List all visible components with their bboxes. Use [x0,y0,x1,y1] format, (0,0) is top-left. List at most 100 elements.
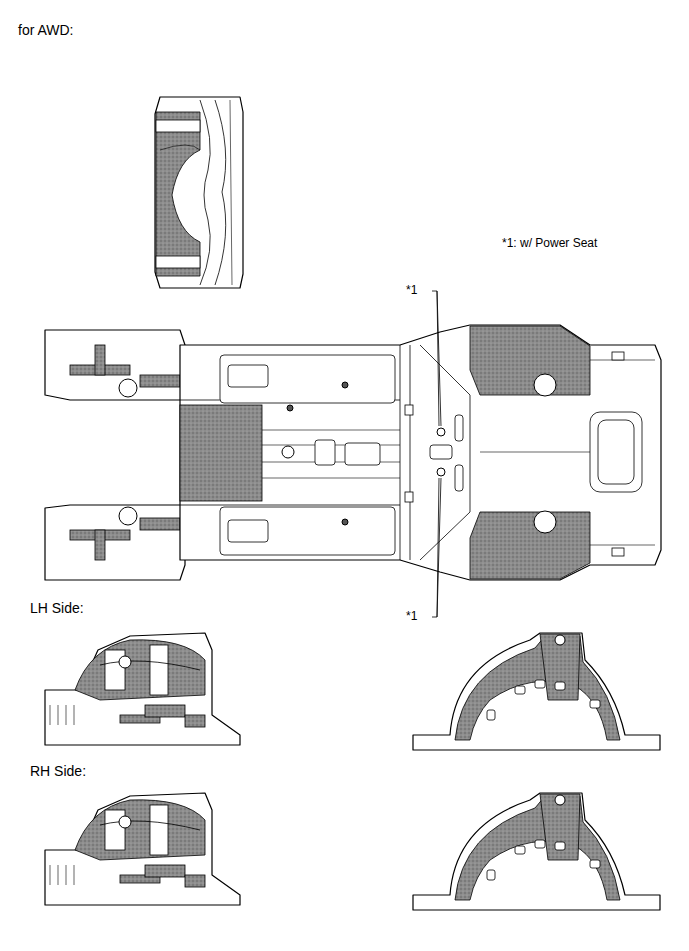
panel-outline [480,360,655,545]
hole-circle [119,507,137,525]
strut-tower [540,794,580,860]
panel-detail [405,492,413,502]
panel-detail [515,846,525,854]
hole-circle [555,795,565,805]
view-label: LH Side: [30,600,84,616]
panel-outline [45,633,240,745]
panel-outline [100,821,200,830]
crossmember [400,345,410,560]
panel-detail [228,365,268,387]
panel-detail [535,840,545,848]
panel-detail [185,875,205,887]
panel-outline [262,430,400,478]
floor-outline [180,325,661,580]
seat-pan [220,355,395,403]
panel-detail [345,443,380,465]
panel-detail [140,375,180,387]
hole-circle [119,816,131,828]
crossmember-part [155,97,243,288]
hole-circle [282,446,294,458]
view-label: LH Side: [30,600,84,616]
wheel-arch [455,636,620,740]
panel-outline [413,633,660,750]
side-rail [45,330,185,400]
callout-number: *1 [406,283,417,297]
hole-circle [119,379,137,397]
panel-detail [140,518,180,530]
hole-circle [119,656,131,668]
panel-detail [535,680,545,688]
panel-outline [156,112,200,276]
panel-detail [455,465,463,491]
panel-outline [50,705,74,725]
view-label: RH Side: [30,763,86,779]
panel-outline [413,793,660,910]
view-label: RH Side: [30,763,86,779]
hole-circle [437,468,445,476]
heading-label: for AWD: [18,22,74,38]
panel-detail [156,256,200,268]
floor-pan [45,291,661,617]
panel-detail [150,805,168,855]
side-rail [45,505,185,580]
panel-outline [420,345,470,560]
callout-number: *1 [406,609,417,623]
wheel-arch [470,512,590,579]
panel-outline [100,661,200,670]
hole-circle [342,519,348,525]
panel-detail [228,520,268,542]
panel-outline [75,800,205,860]
strut-tower [540,634,580,700]
panel-detail [555,842,565,850]
panel-outline [75,640,205,700]
panel-detail [487,870,495,880]
panel-detail [185,715,205,727]
panel-detail [150,645,168,695]
heading-label: for AWD: [18,22,74,38]
panel-detail [555,682,565,690]
panel-detail [598,420,634,484]
seat-pan [220,507,395,555]
leader-line [432,478,441,617]
panel-detail [487,710,495,720]
wheel-arch [470,326,590,395]
note-label: *1: w/ Power Seat [502,236,597,250]
panel-detail [105,810,125,850]
panel-detail [95,345,105,375]
panel-outline [230,100,232,285]
hole-circle [437,428,445,436]
side-view [45,793,660,910]
panel-detail [315,440,335,465]
panel-detail [180,405,262,501]
panel-outline [155,97,243,288]
hole-circle [287,405,293,411]
panel-detail [430,445,452,459]
callout-number: *1 [406,283,417,297]
panel-detail [590,700,600,708]
panel-detail [145,865,185,877]
panel-outline [180,400,400,505]
panel-detail [105,650,125,690]
spare-tire-pan [590,412,642,492]
side-view [45,633,660,750]
panel-outline [45,793,240,905]
panel-detail [590,860,600,868]
hole-circle [555,635,565,645]
panel-detail [95,530,105,560]
hole-circle [534,511,556,533]
leader-line [432,291,441,426]
note-label: *1: w/ Power Seat [502,236,597,250]
callout-number: *1 [406,609,417,623]
hole-circle [534,374,556,396]
panel-detail [145,705,185,717]
panel-outline [215,100,226,285]
panel-detail [612,352,624,360]
panel-detail [612,548,624,556]
panel-outline [160,145,200,150]
panel-detail [405,405,413,415]
panel-outline [200,100,210,285]
panel-detail [455,415,463,441]
panel-detail [515,686,525,694]
hole-circle [342,382,348,388]
